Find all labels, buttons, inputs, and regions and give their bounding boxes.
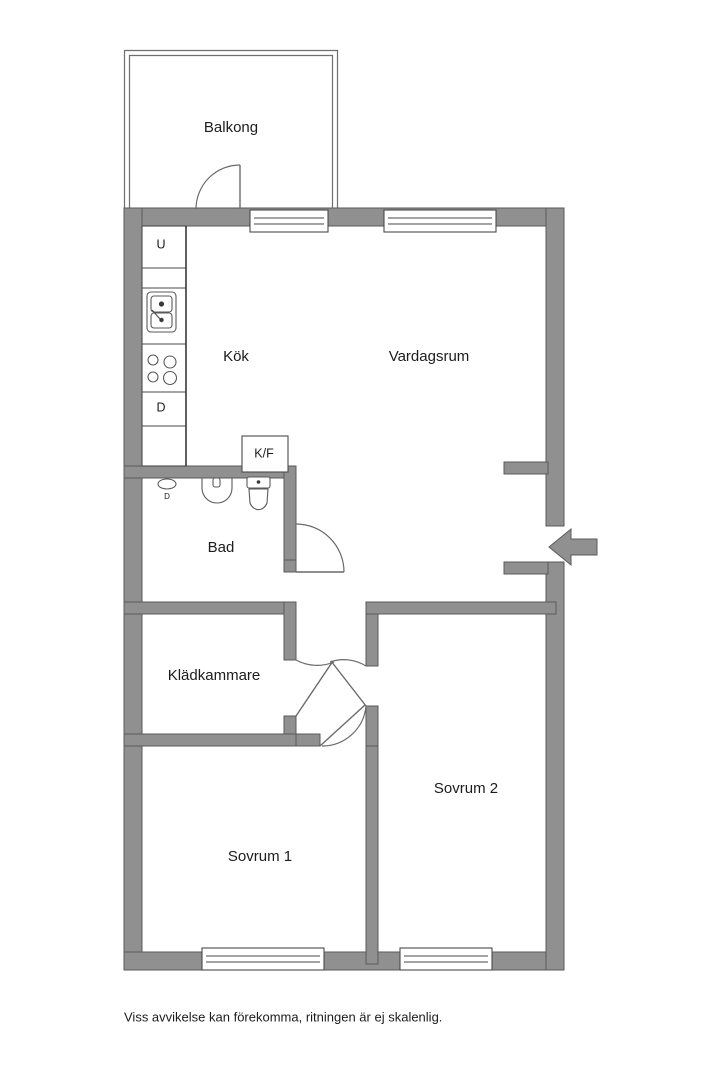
room-label-kladkammare: Klädkammare [168,667,261,684]
window-top-right [383,209,497,233]
balcony-door [195,164,241,210]
fridge-freezer-icon [241,435,289,473]
window-bottom-left [201,947,325,971]
sovrum1-door [319,704,367,747]
bathroom-fixtures [157,476,271,511]
fridge-freezer-label: K/F [254,446,274,460]
balcony-outline [123,49,339,213]
kitchen-sink-icon [146,291,177,333]
window-top-left [249,209,329,233]
oven-cabinet-label: U [156,237,165,251]
window-bottom-right [399,947,493,971]
entrance-arrow-icon [548,527,598,567]
sovrum2-door [329,659,367,707]
room-label-bad: Bad [208,539,235,556]
bathroom-door [295,523,345,573]
interior-walls [123,465,557,965]
room-label-sovrum-1: Sovrum 1 [228,848,292,865]
floor-drain-label: D [164,492,170,501]
room-label-kok: Kök [223,348,249,365]
room-label-balkong: Balkong [204,119,258,136]
exterior-walls [123,207,565,971]
plan-caption: Viss avvikelse kan förekomma, ritningen … [124,1009,442,1024]
cooktop-icon [147,354,178,386]
room-label-sovrum-2: Sovrum 2 [434,780,498,797]
room-label-vardagsrum: Vardagsrum [389,348,470,365]
kitchen-cabinet-run [141,225,187,467]
dishwasher-label: D [156,400,165,414]
closet-door [295,659,335,717]
